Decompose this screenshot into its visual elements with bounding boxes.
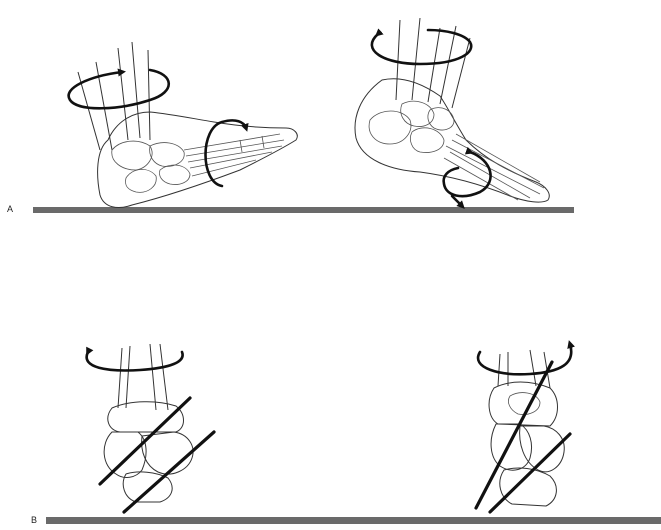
foot-lateral-right bbox=[355, 18, 549, 202]
foot-posterior-left bbox=[104, 344, 193, 502]
foot-lateral-left bbox=[78, 42, 297, 208]
axis-line bbox=[476, 362, 552, 508]
panel-label-b: B bbox=[31, 515, 37, 525]
rotation-arrow-icon bbox=[444, 152, 491, 206]
ground-line-a bbox=[33, 207, 574, 213]
rotation-arrow-icon bbox=[372, 30, 471, 64]
axis-line bbox=[100, 398, 190, 484]
rotation-arrow-icon bbox=[69, 70, 169, 108]
panel-label-a: A bbox=[7, 204, 13, 214]
rotation-arrow-icon bbox=[87, 352, 183, 370]
rotation-arrow-icon bbox=[478, 344, 571, 374]
ground-line-b bbox=[46, 517, 661, 524]
